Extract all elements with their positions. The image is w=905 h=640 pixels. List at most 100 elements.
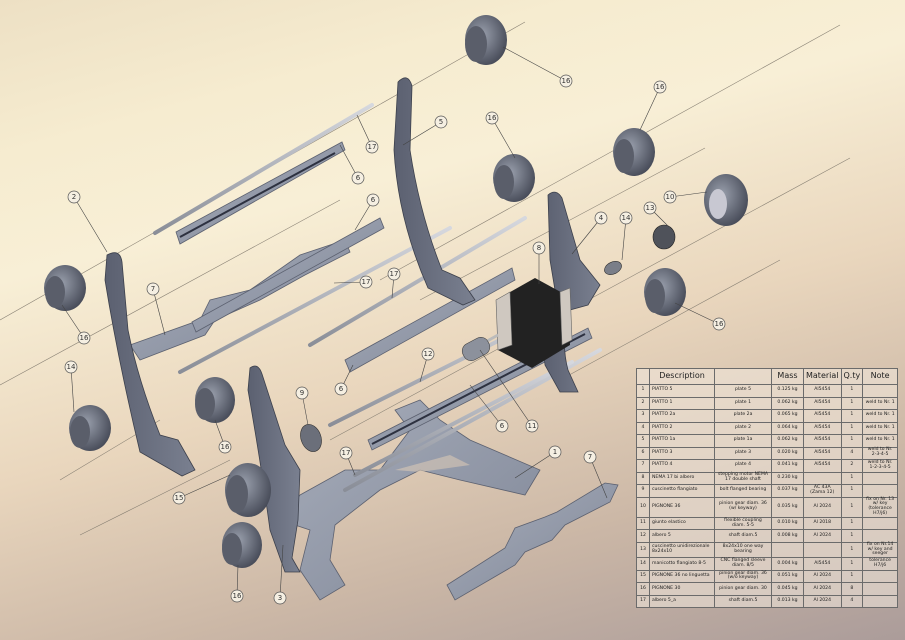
bom-header-item — [636, 368, 650, 385]
item-description: plate 3 — [714, 446, 772, 460]
item-mass: 0.004 kg — [771, 557, 804, 571]
pulley-10 — [704, 174, 748, 226]
part-5-plate-1a — [393, 77, 476, 306]
item-note: weld to Nr. 1 — [862, 434, 898, 448]
balloons: 16 16 16 5 17 6 10 2 6 13 4 14 8 17 17 7… — [64, 74, 726, 605]
item-mass: 0.020 kg — [771, 446, 804, 460]
svg-text:17: 17 — [368, 143, 377, 151]
item-number: 3 — [636, 409, 650, 423]
pulley-16-right-low — [644, 268, 686, 316]
item-material: Al 2024 — [803, 569, 842, 584]
item-description: pinion gear diam. 30 — [714, 582, 772, 596]
balloon-4: 4 — [594, 211, 608, 225]
svg-text:7: 7 — [588, 453, 592, 461]
pulleys — [44, 15, 748, 568]
svg-text:16: 16 — [715, 320, 724, 328]
balloon-3: 3 — [273, 591, 287, 605]
item-material: Al 2024 — [803, 594, 842, 609]
balloon-1: 1 — [548, 445, 562, 459]
balloon-16: 16 — [712, 317, 726, 331]
item-number: 9 — [636, 484, 650, 498]
svg-text:9: 9 — [300, 389, 304, 397]
pulley-16-low — [195, 377, 235, 423]
pulley-16-top — [465, 15, 507, 65]
svg-text:16: 16 — [488, 114, 497, 122]
item-mass — [771, 541, 804, 559]
bom-header-description: Description — [649, 368, 715, 385]
item-number: 1 — [636, 384, 650, 398]
item-material: Al5454 — [803, 446, 842, 460]
leader-lines — [61, 46, 720, 599]
pulley-16-mid — [493, 154, 535, 202]
item-name: PIATTO 4 — [649, 459, 715, 473]
item-name: PIATTO 1 — [649, 396, 715, 410]
item-description: plate 2 — [714, 421, 772, 435]
balloon-14: 14 — [619, 211, 633, 225]
item-name: PIGNONE 30 — [649, 582, 715, 596]
bom-header-material: Material — [803, 368, 842, 385]
svg-text:17: 17 — [342, 449, 351, 457]
balloon-17: 17 — [339, 446, 353, 460]
item-note: weld to Nr. 1 — [862, 396, 898, 410]
balloon-16: 16 — [653, 80, 667, 94]
item-material: Al5454 — [803, 421, 842, 435]
item-mass: 0.065 kg — [771, 409, 804, 423]
balloon-12: 12 — [421, 347, 435, 361]
item-number: 11 — [636, 516, 650, 531]
item-description: plate 1 — [714, 396, 772, 410]
part-13-one-way-bearing — [652, 224, 676, 250]
item-name: PIATTO 1a — [649, 434, 715, 448]
item-number: 15 — [636, 569, 650, 584]
item-name: PIGNONE 36 — [649, 496, 715, 518]
item-name: PIATTO 2 — [649, 421, 715, 435]
svg-text:6: 6 — [500, 422, 505, 430]
item-qty: 1 — [840, 484, 864, 498]
item-number: 8 — [636, 471, 650, 485]
item-mass: 0.013 kg — [771, 594, 804, 609]
item-number: 14 — [636, 557, 650, 571]
balloon-6: 6 — [334, 382, 348, 396]
item-number: 6 — [636, 446, 650, 460]
item-description: 8x24x10 one way bearing — [714, 541, 772, 559]
explode-axis-lines — [0, 21, 851, 536]
item-name: cuscinetto flangiato — [649, 484, 715, 498]
bom-header-mass: Mass — [771, 368, 804, 385]
item-note — [862, 384, 898, 398]
svg-text:17: 17 — [362, 278, 371, 286]
balloon-9: 9 — [295, 386, 309, 400]
item-material: Al5454 — [803, 409, 842, 423]
item-note — [862, 516, 898, 531]
item-qty: 2 — [840, 459, 864, 473]
item-note: fix on Nr.14 w/ key and seeger — [862, 541, 898, 559]
item-name: albero 5_a — [649, 594, 715, 609]
item-note: fix on Nr. 13 w/ key (tolerance H7/j6) — [862, 496, 898, 518]
part-3-plate-2a — [247, 365, 301, 573]
item-qty: 1 — [840, 529, 864, 543]
pulley-16-right — [613, 128, 655, 176]
part-14-flanged-sleeve — [604, 261, 622, 275]
item-description: pinion gear diam. 36 (w/ keyway) — [714, 496, 772, 518]
item-mass: 0.010 kg — [771, 516, 804, 531]
svg-text:5: 5 — [439, 118, 443, 126]
item-qty: 1 — [840, 384, 864, 398]
item-mass: 0.064 kg — [771, 421, 804, 435]
item-material — [803, 541, 842, 559]
balloon-5: 5 — [434, 115, 448, 129]
item-description: stepping motor NEMA 17 double shaft — [714, 471, 772, 485]
part-9-flanged-bearing — [300, 424, 322, 452]
item-number: 2 — [636, 396, 650, 410]
item-material: Al 2024 — [803, 582, 842, 596]
item-number: 13 — [636, 541, 650, 559]
balloon-16: 16 — [559, 74, 573, 88]
